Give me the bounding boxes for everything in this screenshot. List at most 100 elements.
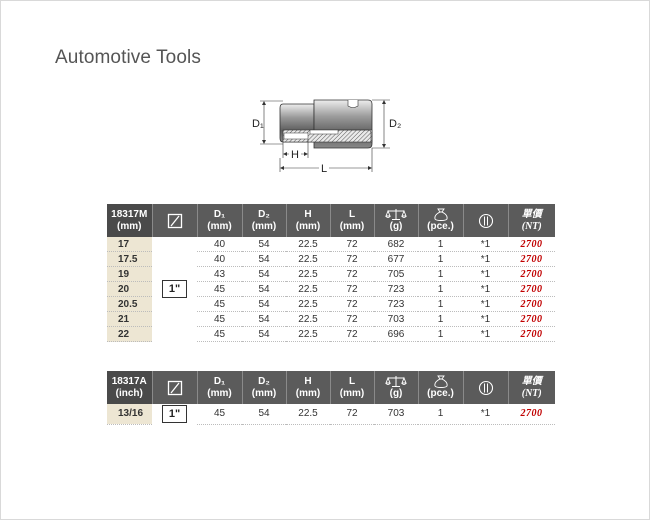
diagram-label-d2: D₂ (389, 118, 401, 130)
l-cell: 72 (330, 237, 374, 252)
spec-table-metric: 18317M (mm) D₁(mm) D₂(mm) H(mm) L(mm) (g… (107, 204, 555, 342)
d2-cell: 54 (242, 311, 286, 327)
type-cell: *1 (463, 326, 508, 342)
size-cell: 20 (107, 281, 152, 297)
l-cell: 72 (330, 251, 374, 267)
weight-header: (g) (374, 204, 419, 237)
size-cell: 21 (107, 311, 152, 327)
socket-type-icon (478, 213, 493, 228)
h-cell: 22.5 (286, 326, 330, 342)
price-cell: 2700 (508, 281, 555, 297)
socket-type-icon (478, 380, 493, 395)
price-cell: 2700 (508, 296, 555, 312)
drive-size-cell: 1" (152, 404, 197, 424)
d2-cell: 54 (242, 251, 286, 267)
model-number: 18317A (111, 375, 147, 387)
d1-cell: 45 (197, 311, 242, 327)
model-header: 18317A (inch) (107, 371, 153, 404)
d1-header: D₁(mm) (197, 371, 243, 404)
weight-cell: 723 (374, 281, 418, 297)
h-cell: 22.5 (286, 266, 330, 282)
drive-header (152, 371, 198, 404)
price-cell: 2700 (508, 326, 555, 342)
table-header-row: 18317M (mm) D₁(mm) D₂(mm) H(mm) L(mm) (g… (107, 204, 555, 237)
weight-cell: 696 (374, 326, 418, 342)
pack-cell: 1 (418, 251, 463, 267)
l-header: L(mm) (330, 371, 375, 404)
d1-header: D₁(mm) (197, 204, 243, 237)
h-cell: 22.5 (286, 281, 330, 297)
h-cell: 22.5 (286, 404, 330, 425)
price-cell: 2700 (508, 404, 555, 425)
price-cell: 2700 (508, 311, 555, 327)
l-cell: 72 (330, 311, 374, 327)
model-number: 18317M (111, 208, 148, 220)
drive-square-icon (167, 213, 182, 228)
d2-cell: 54 (242, 281, 286, 297)
spec-table-inch: 18317A (inch) D₁(mm) D₂(mm) H(mm) L(mm) … (107, 371, 555, 425)
h-cell: 22.5 (286, 296, 330, 312)
model-unit: (mm) (117, 220, 142, 232)
l-header: L(mm) (330, 204, 375, 237)
model-unit: (inch) (115, 387, 143, 399)
weight-cell: 723 (374, 296, 418, 312)
size-cell: 19 (107, 266, 152, 282)
d1-cell: 43 (197, 266, 242, 282)
diagram-label-h: H (291, 149, 299, 161)
pack-cell: 1 (418, 237, 463, 252)
size-cell: 22 (107, 326, 152, 342)
l-cell: 72 (330, 296, 374, 312)
d1-cell: 45 (197, 296, 242, 312)
l-cell: 72 (330, 281, 374, 297)
scale-icon (385, 209, 407, 220)
weight-cell: 703 (374, 404, 418, 425)
price-cell: 2700 (508, 251, 555, 267)
drive-size-cell: 1" (152, 237, 197, 342)
drive-square-icon (167, 380, 182, 395)
type-cell: *1 (463, 237, 508, 252)
d2-cell: 54 (242, 237, 286, 252)
price-cell: 2700 (508, 266, 555, 282)
pack-cell: 1 (418, 281, 463, 297)
type-cell: *1 (463, 311, 508, 327)
drive-size-badge: 1" (161, 280, 188, 299)
pack-header: (pce.) (418, 371, 464, 404)
pack-bag-icon (433, 375, 448, 388)
d2-header: D₂(mm) (242, 371, 287, 404)
type-header (463, 371, 509, 404)
d1-cell: 45 (197, 281, 242, 297)
weight-cell: 703 (374, 311, 418, 327)
type-cell: *1 (463, 404, 508, 425)
pack-cell: 1 (418, 404, 463, 425)
l-cell: 72 (330, 326, 374, 342)
type-cell: *1 (463, 266, 508, 282)
d2-cell: 54 (242, 296, 286, 312)
weight-cell: 677 (374, 251, 418, 267)
size-cell: 13/16 (107, 404, 152, 425)
d1-cell: 40 (197, 237, 242, 252)
weight-header: (g) (374, 371, 419, 404)
d1-cell: 45 (197, 404, 242, 425)
h-cell: 22.5 (286, 311, 330, 327)
drive-size-badge: 1" (161, 405, 188, 423)
type-cell: *1 (463, 296, 508, 312)
size-cell: 20.5 (107, 296, 152, 312)
type-cell: *1 (463, 281, 508, 297)
price-header: 單價 (NT) (508, 204, 555, 237)
pack-header: (pce.) (418, 204, 464, 237)
size-cell: 17.5 (107, 251, 152, 267)
diagram-label-l: L (321, 163, 327, 175)
d1-cell: 40 (197, 251, 242, 267)
weight-cell: 705 (374, 266, 418, 282)
size-cell: 17 (107, 237, 152, 252)
d2-header: D₂(mm) (242, 204, 287, 237)
pack-cell: 1 (418, 326, 463, 342)
weight-cell: 682 (374, 237, 418, 252)
